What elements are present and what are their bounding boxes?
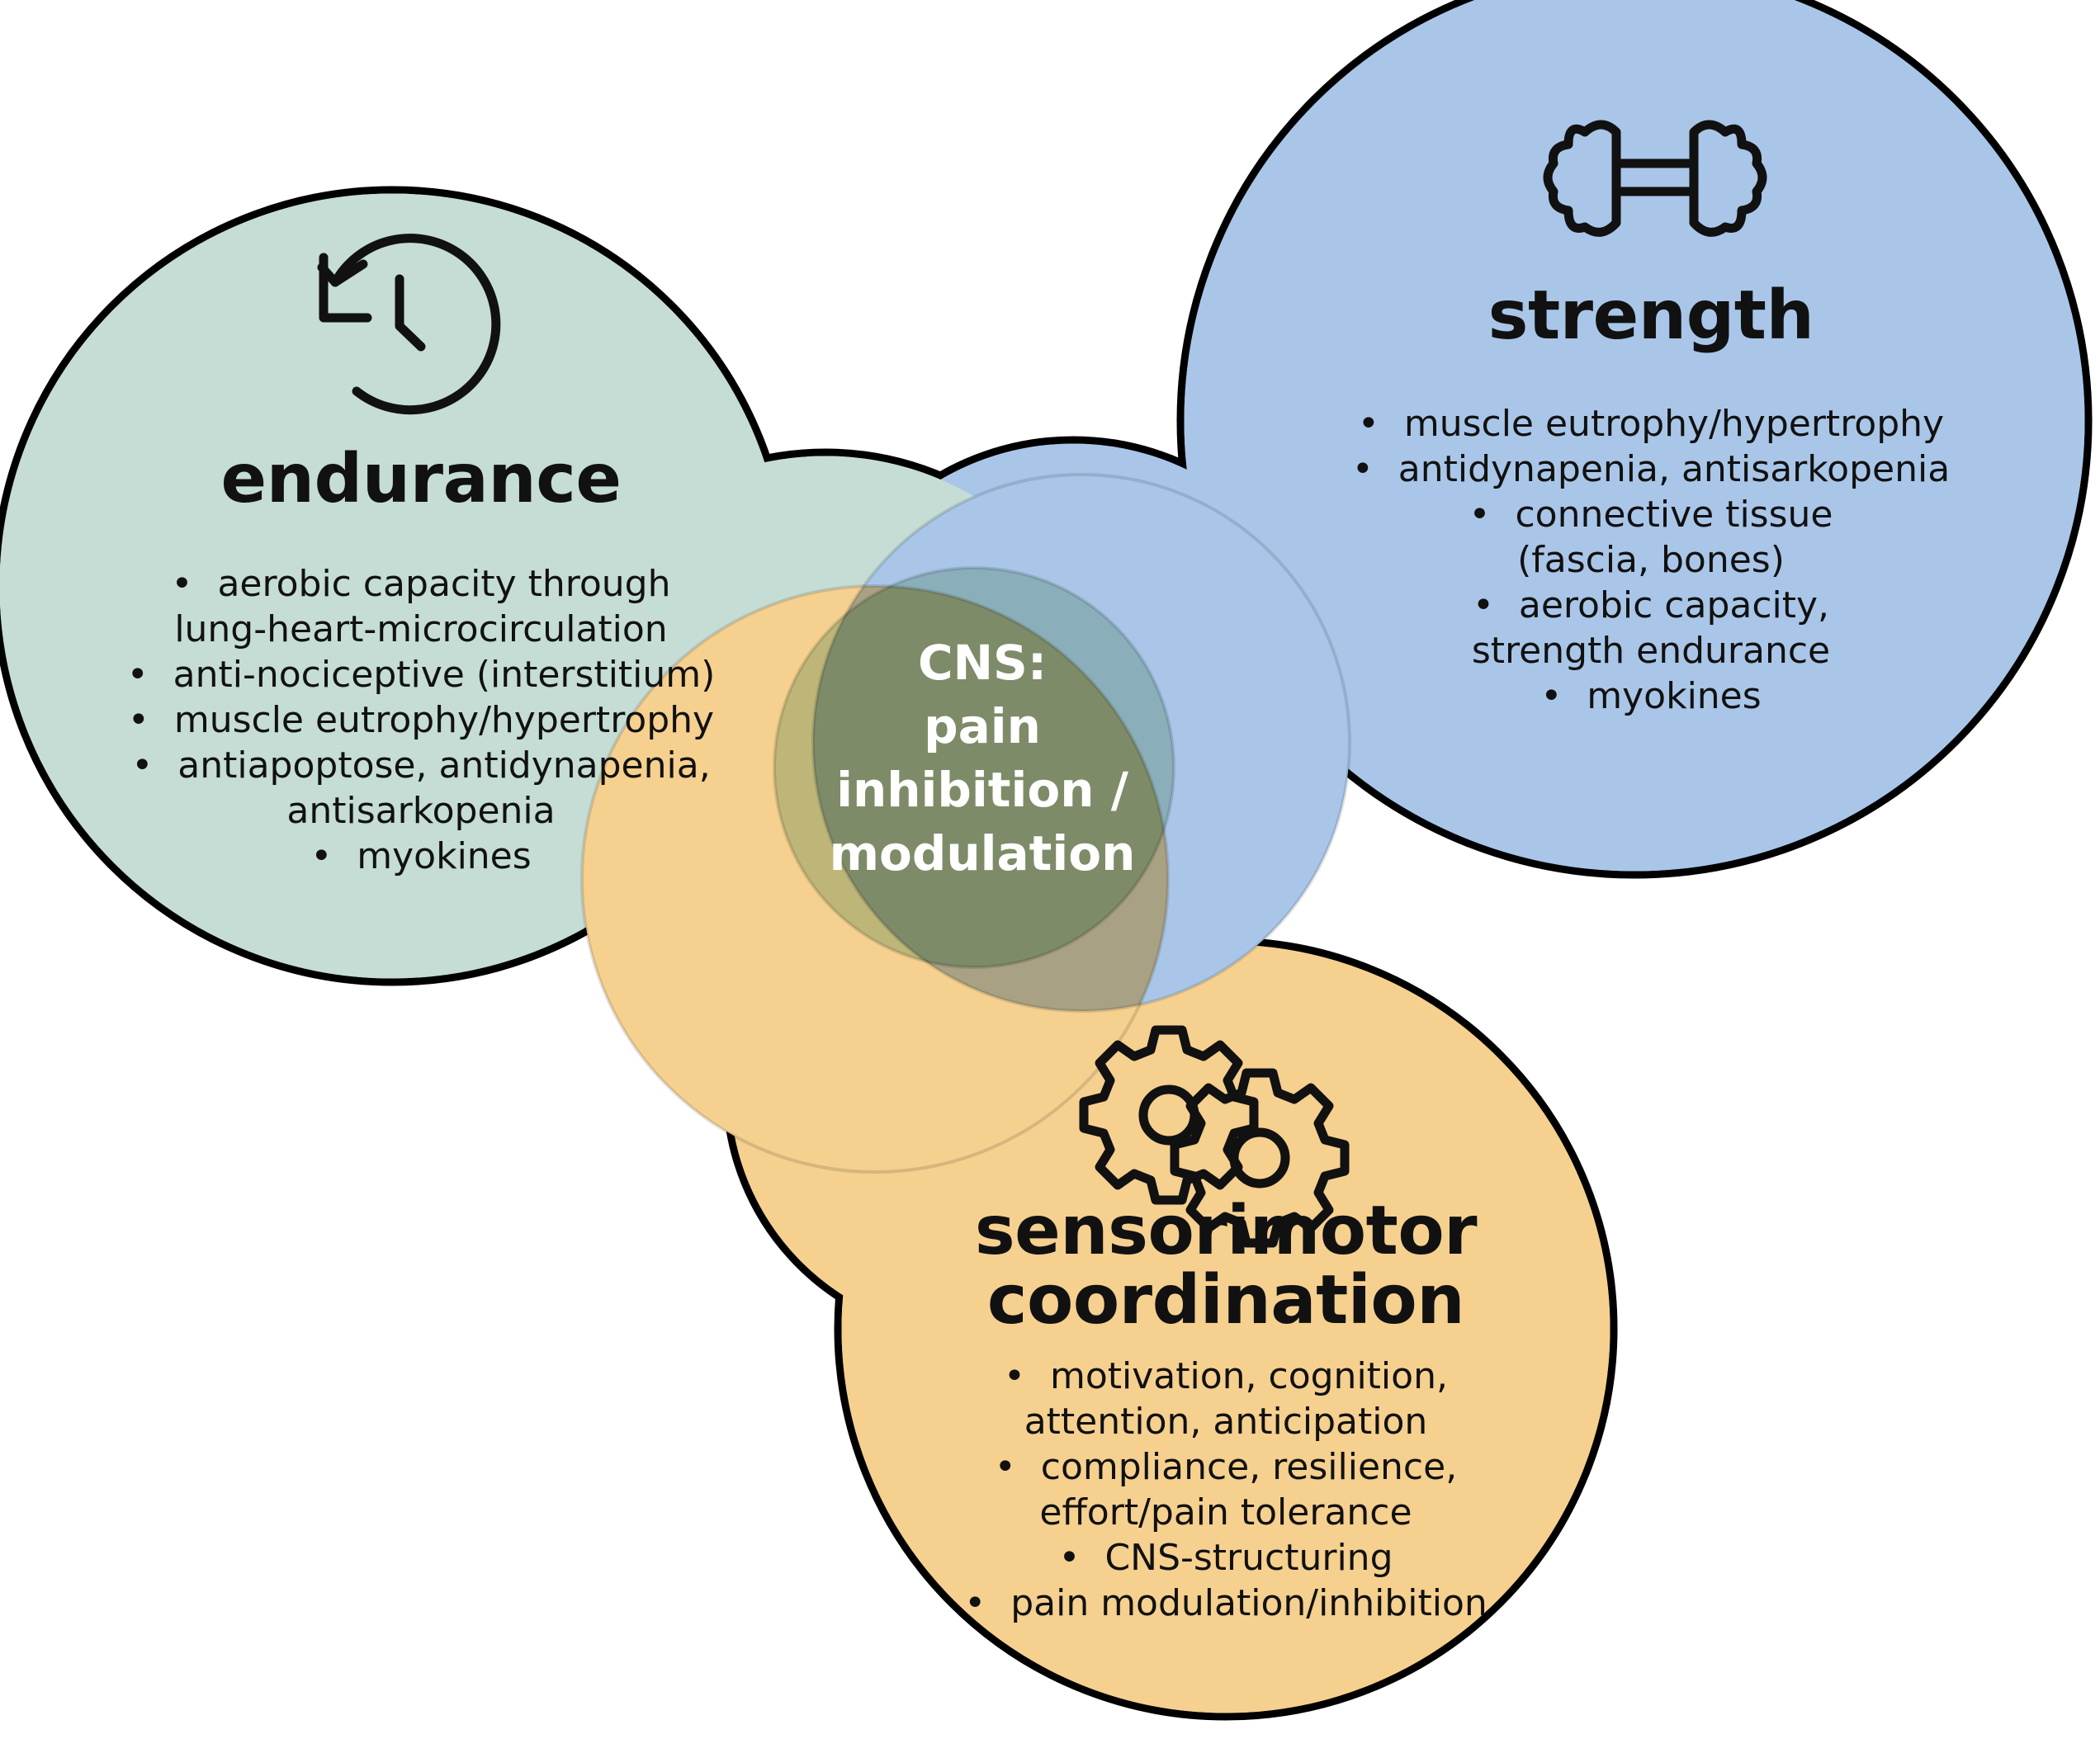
strength-bullet-text: connective tissue: [1288, 492, 2014, 537]
center-label-line: CNS:: [917, 635, 1048, 691]
center-core: [813, 586, 1168, 967]
endurance-title: endurance: [220, 440, 622, 518]
endurance-bullet-text: myokines: [66, 834, 776, 879]
strength-bullet-list: muscle eutrophy/hypertrophyantidynapenia…: [1288, 401, 2014, 719]
sensorimotor-bullet-text: compliance, resilience,: [858, 1444, 1593, 1490]
strength-bullet-text: (fascia, bones): [1517, 539, 1785, 581]
strength-bullet-text: aerobic capacity,: [1288, 583, 2014, 628]
strength-bullet-item: antidynapenia, antisarkopenia: [1288, 447, 2014, 492]
gears-icon: [1079, 1025, 1350, 1248]
strength-block: strength muscle eutrophy/hypertrophyanti…: [1288, 282, 2014, 719]
center-label-line: inhibition /: [836, 762, 1128, 818]
sensorimotor-bullet-text: pain modulation/inhibition: [858, 1581, 1593, 1626]
strength-bullet-text: myokines: [1288, 673, 2014, 719]
endurance-bullet-item: antiapoptose, antidynapenia,antisarkopen…: [66, 743, 776, 834]
strength-bullet-text: antidynapenia, antisarkopenia: [1288, 447, 2014, 492]
endurance-bullet-item: muscle eutrophy/hypertrophy: [66, 697, 776, 743]
center-label-line: pain: [924, 698, 1041, 754]
sensorimotor-title-line2: coordination: [986, 1261, 1465, 1340]
strength-bullet-item: aerobic capacity,strength endurance: [1288, 583, 2014, 673]
endurance-block: endurance aerobic capacity throughlung-h…: [66, 446, 776, 879]
endurance-bullet-item: myokines: [66, 834, 776, 879]
history-clock-icon: [317, 234, 501, 415]
endurance-bullet-item: anti-nociceptive (interstitium): [66, 652, 776, 697]
center-venn: [580, 473, 1351, 1174]
endurance-bullet-text: aerobic capacity through: [66, 561, 776, 607]
strength-bullet-item: muscle eutrophy/hypertrophy: [1288, 401, 2014, 447]
sensorimotor-bullet-text: motivation, cognition,: [858, 1354, 1593, 1399]
sensorimotor-bullet-text: attention, anticipation: [1024, 1401, 1428, 1443]
sensorimotor-bullet-item: pain modulation/inhibition: [858, 1581, 1593, 1626]
strength-title: strength: [1488, 276, 1814, 355]
sensorimotor-bullet-item: compliance, resilience,effort/pain toler…: [858, 1444, 1593, 1535]
endurance-bullet-text: antiapoptose, antidynapenia,: [66, 743, 776, 788]
center-label-line: modulation: [829, 825, 1136, 881]
strength-bullet-item: myokines: [1288, 673, 2014, 719]
sensorimotor-bullet-list: motivation, cognition,attention, anticip…: [858, 1354, 1593, 1626]
sensorimotor-bullet-text: CNS-structuring: [858, 1535, 1593, 1581]
endurance-bullet-text: muscle eutrophy/hypertrophy: [66, 697, 776, 743]
endurance-bullet-text: lung-heart-microcirculation: [174, 608, 668, 650]
endurance-bullet-list: aerobic capacity throughlung-heart-micro…: [66, 561, 776, 879]
endurance-bullet-item: aerobic capacity throughlung-heart-micro…: [66, 561, 776, 652]
endurance-bullet-text: antisarkopenia: [286, 790, 556, 832]
dumbbell-icon: [1543, 120, 1767, 237]
strength-bullet-text: strength endurance: [1471, 630, 1831, 672]
sensorimotor-block: sensorimotor coordination motivation, co…: [858, 1197, 1593, 1626]
center-label: CNS: pain inhibition / modulation: [792, 631, 1172, 886]
strength-bullet-text: muscle eutrophy/hypertrophy: [1288, 401, 2014, 447]
sensorimotor-bullet-item: CNS-structuring: [858, 1535, 1593, 1581]
endurance-bullet-text: anti-nociceptive (interstitium): [66, 652, 776, 697]
strength-bullet-item: connective tissue(fascia, bones): [1288, 492, 2014, 583]
sensorimotor-title-line1: sensorimotor: [974, 1192, 1478, 1270]
sensorimotor-bullet-text: effort/pain tolerance: [1039, 1491, 1412, 1533]
sensorimotor-bullet-item: motivation, cognition,attention, anticip…: [858, 1354, 1593, 1444]
